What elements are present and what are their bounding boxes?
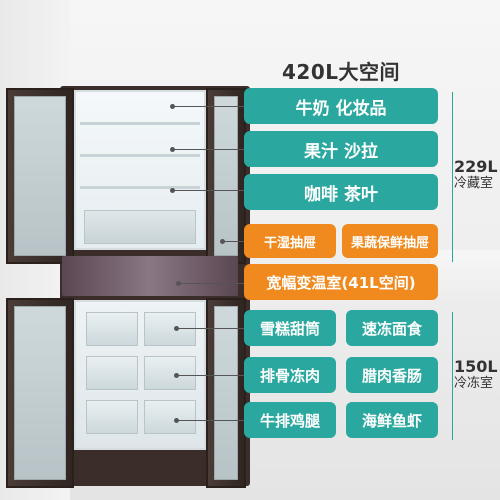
callout-dot bbox=[174, 326, 179, 331]
callout-line bbox=[176, 328, 244, 329]
callout-line bbox=[176, 375, 244, 376]
label-milk-cosmetics: 牛奶 化妆品 bbox=[244, 88, 438, 124]
variable-temp-drawer bbox=[62, 256, 238, 296]
label-coffee-tea: 咖啡 茶叶 bbox=[244, 174, 438, 210]
callout-line bbox=[178, 283, 244, 284]
fridge-volume: 229L bbox=[454, 157, 498, 176]
label-juice-salad: 果汁 沙拉 bbox=[244, 131, 438, 167]
callout-line bbox=[222, 241, 244, 242]
fridge-interior-upper bbox=[74, 90, 206, 250]
fridge-capacity: 229L 冷藏室 bbox=[454, 158, 498, 192]
callout-dot bbox=[176, 281, 181, 286]
callout-dot bbox=[220, 239, 225, 244]
callout-dot bbox=[174, 418, 179, 423]
callout-line bbox=[172, 190, 244, 191]
label-cured-sausage: 腊肉香肠 bbox=[346, 357, 438, 393]
freezer-door-right bbox=[206, 298, 246, 488]
freezer-door-left bbox=[6, 298, 74, 488]
label-dry-wet-drawer: 干湿抽屉 bbox=[244, 224, 336, 258]
fridge-name: 冷藏室 bbox=[454, 176, 494, 191]
freezer-name: 冷冻室 bbox=[454, 376, 494, 391]
callout-line bbox=[172, 149, 244, 150]
freezer-bracket bbox=[452, 312, 453, 440]
callout-dot bbox=[170, 147, 175, 152]
label-ice-cream: 雪糕甜筒 bbox=[244, 310, 336, 346]
freezer-volume: 150L bbox=[454, 357, 498, 376]
label-produce-drawer: 果蔬保鲜抽屉 bbox=[342, 224, 438, 258]
background-shelf bbox=[430, 250, 500, 310]
fridge-door-upper-right bbox=[206, 88, 246, 264]
freezer-capacity: 150L 冷冻室 bbox=[454, 358, 498, 392]
label-frozen-noodles: 速冻面食 bbox=[346, 310, 438, 346]
crisper-drawers bbox=[84, 210, 196, 244]
label-seafood: 海鲜鱼虾 bbox=[346, 402, 438, 438]
fridge-door-upper-left bbox=[6, 88, 74, 264]
callout-dot bbox=[170, 104, 175, 109]
callout-dot bbox=[170, 188, 175, 193]
headline: 420L大空间 bbox=[282, 60, 400, 84]
callout-line bbox=[176, 420, 244, 421]
fridge-bracket bbox=[452, 92, 453, 262]
label-ribs-meat: 排骨冻肉 bbox=[244, 357, 336, 393]
callout-dot bbox=[174, 373, 179, 378]
label-variable-temp-room: 宽幅变温室(41L空间) bbox=[244, 264, 438, 300]
callout-line bbox=[172, 106, 244, 107]
label-steak-drumstick: 牛排鸡腿 bbox=[244, 402, 336, 438]
